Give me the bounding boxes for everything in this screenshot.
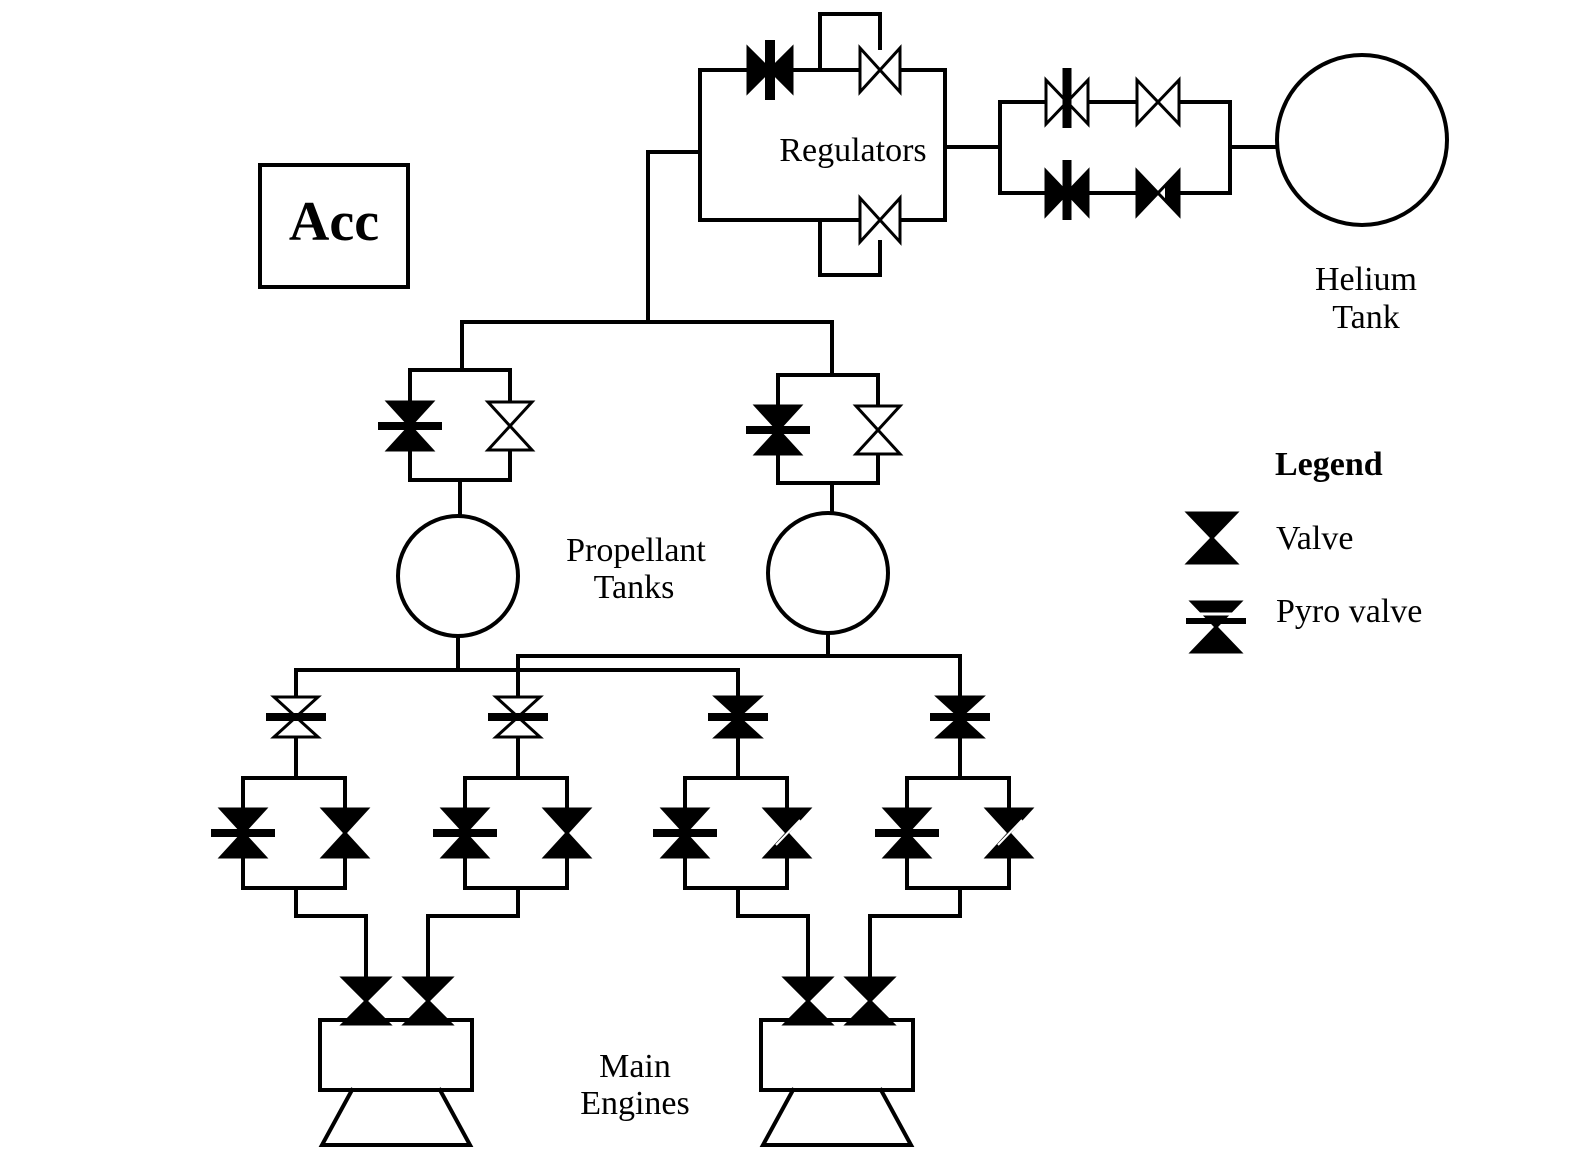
pipes — [241, 12, 1279, 982]
legend-label-pyro-valve: Pyro valve — [1276, 593, 1422, 630]
acc-box — [258, 163, 410, 289]
propellant-tank-left — [396, 514, 520, 638]
propellant-tanks-label-line1: Propellant — [566, 532, 706, 569]
main-engines-label-line2: Engines — [580, 1085, 690, 1122]
valve-icon — [852, 404, 904, 456]
helium-tank-label-line1: Helium — [1315, 261, 1417, 298]
pyro-valve-icon — [266, 695, 326, 739]
pyro-valve-icon — [930, 695, 990, 739]
valve-icon — [484, 400, 536, 452]
legend-title: Legend — [1275, 446, 1383, 483]
propellant-tank-right — [766, 511, 890, 635]
pyro-valve-icon — [1044, 68, 1090, 128]
helium-tank — [1275, 53, 1449, 227]
pyro-valve-icon — [708, 695, 768, 739]
valve-icon — [541, 807, 593, 859]
valve-icon — [319, 807, 371, 859]
valve-icon — [401, 976, 455, 1026]
acc-label: Acc — [289, 191, 379, 253]
pyro-valve-icon — [875, 807, 939, 859]
main-engine-left — [318, 1018, 474, 1147]
pyro-valve-icon — [653, 807, 717, 859]
valve-icon — [983, 807, 1035, 859]
legend — [1184, 511, 1246, 654]
main-engines-label-line1: Main — [599, 1048, 671, 1085]
legend-label-valve: Valve — [1276, 520, 1353, 557]
pyro-valve-icon — [433, 807, 497, 859]
valve-icon — [1184, 511, 1240, 565]
valve-icon — [781, 976, 835, 1026]
valve-icon — [858, 194, 902, 246]
valve-icon — [1135, 167, 1181, 219]
pyro-valve-icon — [211, 807, 275, 859]
valve-icon — [843, 976, 897, 1026]
valves-horizontal — [746, 40, 1181, 246]
valves-vertical — [211, 400, 1035, 1026]
valve-icon — [858, 44, 902, 96]
helium-tank-label-line2: Tank — [1332, 299, 1400, 336]
pyro-valve-icon — [1186, 600, 1246, 654]
propellant-tanks-label-line2: Tanks — [594, 569, 675, 606]
regulators-label: Regulators — [779, 132, 926, 169]
valve-icon — [1135, 76, 1181, 128]
pyro-valve-icon — [746, 404, 810, 456]
main-engine-right — [759, 1018, 915, 1147]
valve-icon — [339, 976, 393, 1026]
pyro-valve-icon — [488, 695, 548, 739]
pyro-valve-icon — [378, 400, 442, 452]
valve-icon — [746, 40, 794, 100]
pyro-valve-icon — [1044, 160, 1090, 220]
valve-icon — [761, 807, 813, 859]
